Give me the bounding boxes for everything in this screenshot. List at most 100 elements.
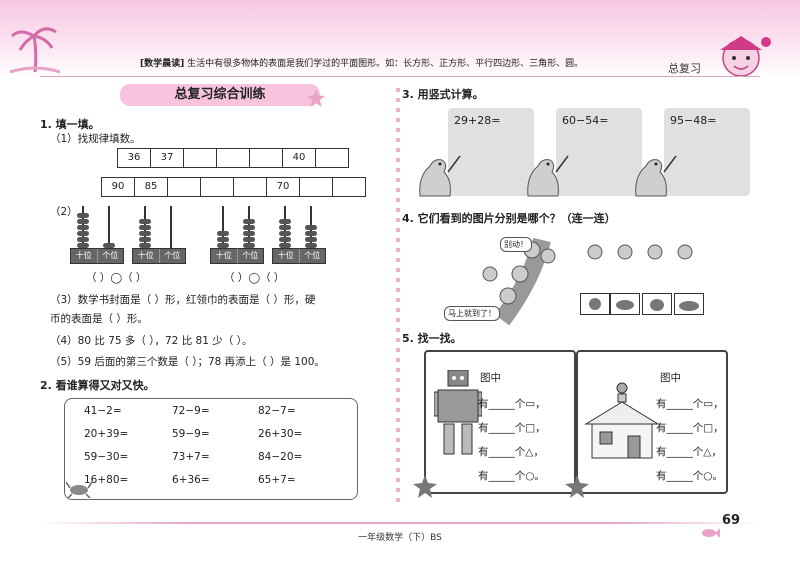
- footer-rule: [40, 522, 760, 524]
- abacus-3: 十位个位: [210, 206, 264, 264]
- fish-icon: [702, 528, 720, 538]
- q1-line4: （4）80 比 75 多（ ），72 比 81 少（ ）。: [50, 335, 253, 347]
- house-figure-icon: [584, 382, 660, 459]
- abacus-1: 十位个位: [70, 206, 124, 264]
- seq1-cell: 36: [117, 148, 151, 168]
- q1-sub1: （1）找规律填数。: [50, 133, 141, 145]
- abacus-4: 十位个位: [272, 206, 326, 264]
- seq2-cell[interactable]: [332, 177, 366, 197]
- find-box-house: 图中 有_____个▭， 有_____个□， 有_____个△， 有_____个…: [576, 350, 728, 494]
- tip-text: 生活中有很多物体的表面是我们学过的平面图形。如：长方形、正方形、平行四边形、三角…: [187, 59, 584, 69]
- header-tip: [数学晨读] 生活中有很多物体的表面是我们学过的平面图形。如：长方形、正方形、平…: [140, 56, 583, 69]
- calc-item: 59−9=: [172, 428, 210, 440]
- q1-line5: （5）59 后面的第三个数是（ ）；78 再添上（ ）是 100。: [50, 356, 325, 368]
- starfish-icon: [565, 475, 589, 498]
- starfish-icon: [307, 89, 325, 107]
- calc-item: 65+7=: [258, 474, 296, 486]
- find-box-title: 图中: [660, 372, 681, 384]
- seal-icon: [419, 155, 461, 197]
- compare-blanks-b[interactable]: （ ）◯（ ）: [224, 272, 285, 284]
- vertical-calc-expr: 29+28=: [454, 114, 501, 127]
- calc-item: 84−20=: [258, 451, 303, 463]
- tip-label: [数学晨读]: [140, 59, 185, 69]
- page-number: 69: [722, 513, 741, 528]
- seq1-cell: 40: [282, 148, 316, 168]
- find-line[interactable]: 有_____个□，: [478, 422, 546, 434]
- calc-item: 59−30=: [84, 451, 129, 463]
- speech-bubble-2: 马上就到了！: [444, 306, 500, 321]
- find-line[interactable]: 有_____个▭，: [656, 398, 724, 410]
- calc-box-1[interactable]: 29+28=: [448, 108, 534, 196]
- abacus-2: 十位个位: [132, 206, 186, 264]
- vertical-calc-expr: 95−48=: [670, 114, 717, 127]
- seq1-cell[interactable]: [216, 148, 250, 168]
- header-band: [0, 0, 800, 78]
- calc-item: 73+7=: [172, 451, 210, 463]
- seq1-cell[interactable]: [249, 148, 283, 168]
- palm-tree-icon: [10, 27, 60, 74]
- abacus-ones-label: 个位: [304, 251, 321, 260]
- find-box-robot: 图中 有_____个▭， 有_____个□， 有_____个△， 有_____个…: [424, 350, 576, 494]
- q3-title: 3. 用竖式计算。: [402, 88, 484, 101]
- find-line[interactable]: 有_____个△，: [656, 446, 722, 458]
- calc-item: 20+39=: [84, 428, 129, 440]
- abacus-ones-label: 个位: [242, 251, 259, 260]
- seq1-cell[interactable]: [315, 148, 349, 168]
- find-line[interactable]: 有_____个□，: [656, 422, 724, 434]
- turtle-option-2[interactable]: [610, 293, 640, 315]
- find-line[interactable]: 有_____个○。: [656, 470, 723, 482]
- q1-sub2: （2）: [50, 206, 78, 218]
- q2-title: 2. 看谁算得又对又快。: [40, 379, 155, 392]
- vertical-calc-expr: 60−54=: [562, 114, 609, 127]
- seq2-cell: 85: [134, 177, 168, 197]
- abacus-ones-label: 个位: [164, 251, 181, 260]
- seq1-cell: 37: [150, 148, 184, 168]
- seq2-cell: 70: [266, 177, 300, 197]
- seq2-cell[interactable]: [233, 177, 267, 197]
- abacus-tens-label: 十位: [211, 249, 238, 263]
- seq2-cell[interactable]: [200, 177, 234, 197]
- q5-title: 5. 找一找。: [402, 332, 462, 345]
- seal-icon: [635, 155, 677, 197]
- q1-line3: （3）数学书封面是（ ）形，红领巾的表面是（ ）形，硬: [50, 294, 316, 306]
- find-line[interactable]: 有_____个△，: [478, 446, 544, 458]
- find-box-title: 图中: [480, 372, 501, 384]
- turtle-option-3[interactable]: [642, 293, 672, 315]
- crab-icon: [66, 481, 92, 498]
- column-divider: [396, 88, 400, 508]
- abacus-ones-label: 个位: [102, 251, 119, 260]
- header-rule: [40, 76, 760, 77]
- animal-scene-icon: [472, 230, 572, 326]
- calc-item: 41−2=: [84, 405, 122, 417]
- abacus-tens-label: 十位: [71, 249, 98, 263]
- turtle-option-4[interactable]: [674, 293, 704, 315]
- abacus-tens-label: 十位: [133, 249, 160, 263]
- calc-item: 26+30=: [258, 428, 303, 440]
- robot-figure-icon: [434, 370, 482, 455]
- q2-box: [64, 398, 358, 500]
- find-line[interactable]: 有_____个○。: [478, 470, 545, 482]
- calc-item: 82−7=: [258, 405, 296, 417]
- turtle-option-1[interactable]: [580, 293, 610, 315]
- footer-book-title: 一年级数学（下）BS: [358, 533, 442, 543]
- calc-box-2[interactable]: 60−54=: [556, 108, 642, 196]
- calc-box-3[interactable]: 95−48=: [664, 108, 750, 196]
- seq2-cell[interactable]: [167, 177, 201, 197]
- sequence-row-2: 90 85 70: [101, 177, 366, 197]
- seq2-cell: 90: [101, 177, 135, 197]
- sequence-row-1: 36 37 40: [117, 148, 349, 168]
- q4-title: 4. 它们看到的图片分别是哪个？（连一连）: [402, 212, 616, 225]
- seal-icon: [527, 155, 569, 197]
- compare-blanks-a[interactable]: （ ）◯（ ）: [86, 272, 147, 284]
- girl-mascot-icon: [720, 36, 771, 77]
- calc-item: 16+80=: [84, 474, 129, 486]
- calc-item: 6+36=: [172, 474, 210, 486]
- seq1-cell[interactable]: [183, 148, 217, 168]
- starfish-icon: [413, 475, 437, 498]
- section-title: 总复习综合训练: [120, 84, 320, 106]
- find-line[interactable]: 有_____个▭，: [478, 398, 546, 410]
- q1-line3b: 币的表面是（ ）形。: [50, 313, 148, 325]
- abacus-tens-label: 十位: [273, 249, 300, 263]
- seq2-cell[interactable]: [299, 177, 333, 197]
- calc-item: 72−9=: [172, 405, 210, 417]
